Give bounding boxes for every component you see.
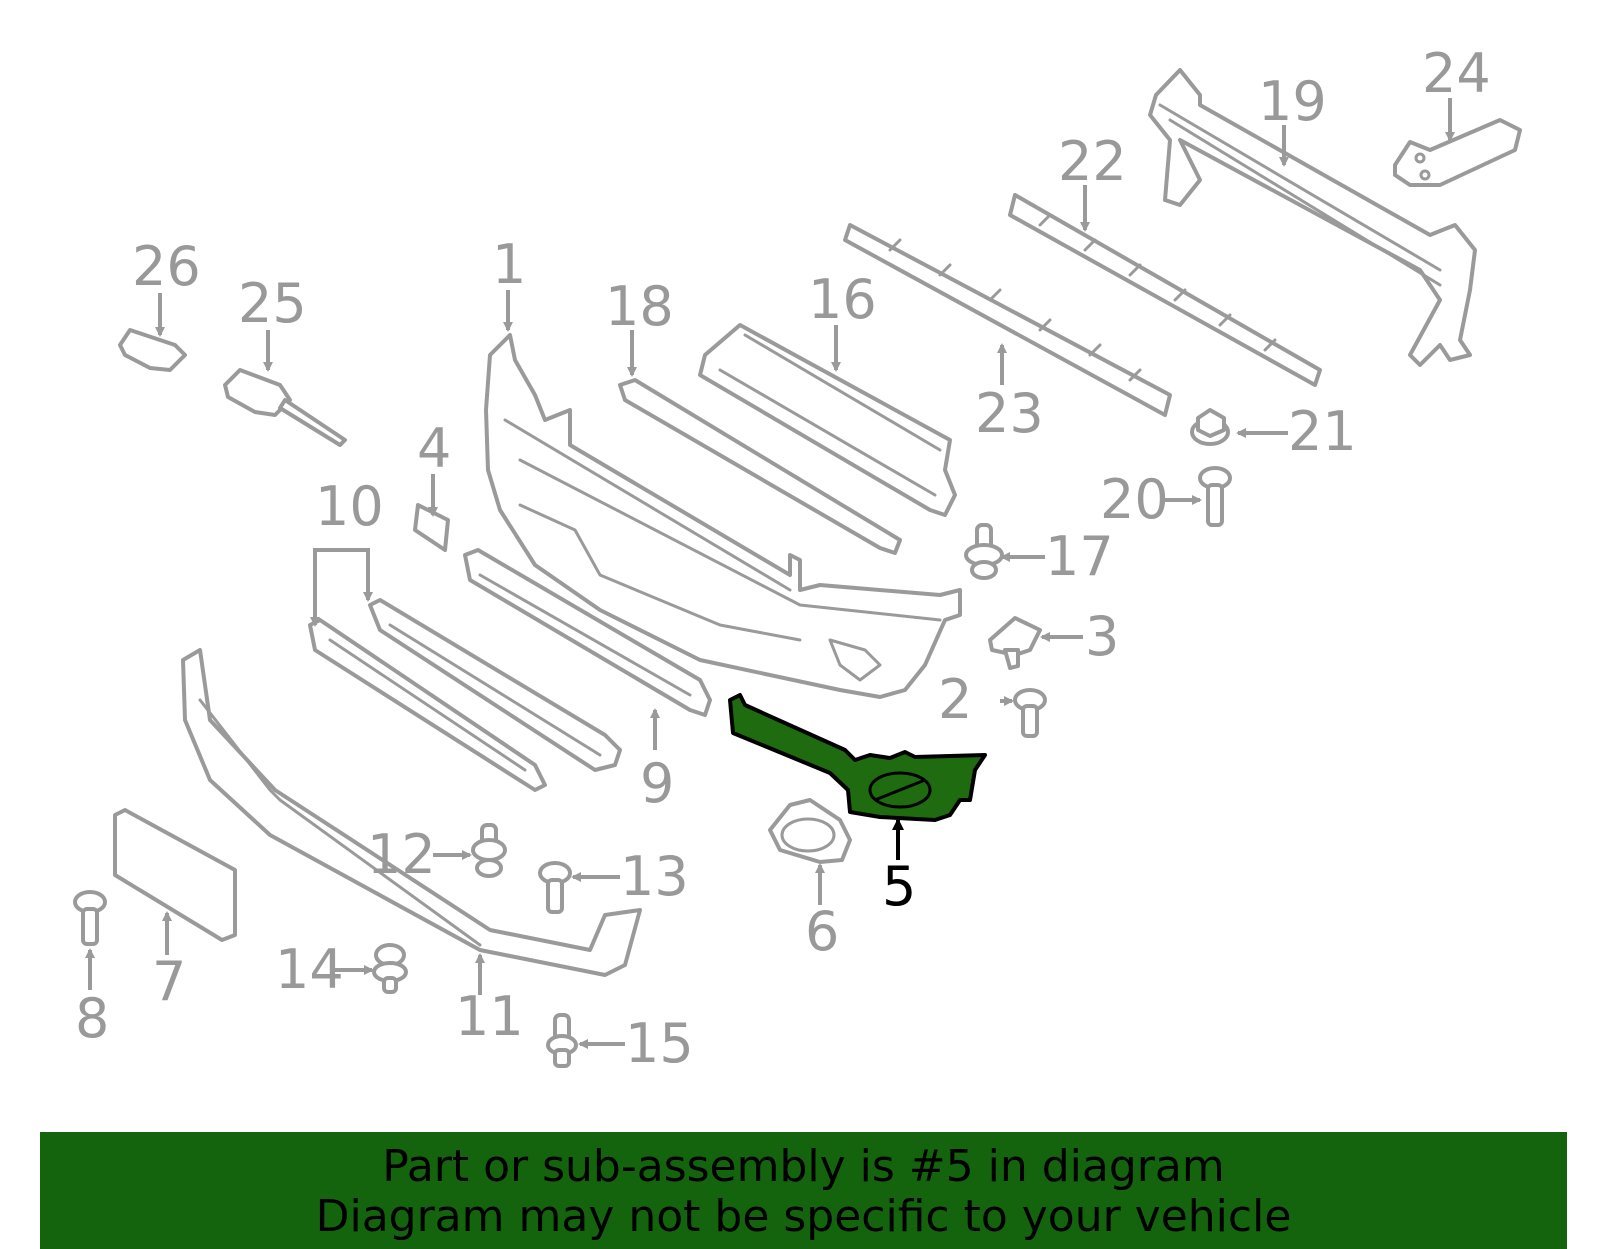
- part-1-bumper-cover: [484, 333, 962, 699]
- callout-18: 18: [605, 275, 674, 338]
- callout-19: 19: [1258, 70, 1327, 133]
- part-9-molding: [463, 548, 712, 717]
- part-13-bolt: [538, 861, 572, 914]
- part-19-reinforcement-bar: [1148, 68, 1477, 367]
- callout-20: 20: [1100, 468, 1169, 531]
- info-banner: Part or sub-assembly is #5 in diagram Di…: [40, 1132, 1567, 1249]
- part-11-deflector: [181, 648, 642, 977]
- callout-8: 8: [75, 987, 109, 1050]
- callout-1: 1: [492, 233, 526, 296]
- part-24-bracket: [1393, 118, 1522, 187]
- callout-labels: 1 2 3 4 5 6 7 8 9 10 11 12 13 14 15 16 1…: [75, 42, 1491, 1075]
- part-10-trim-strips: [308, 598, 622, 792]
- callout-21: 21: [1288, 400, 1357, 463]
- part-6-bezel: [768, 798, 852, 864]
- part-14-push-pin: [372, 943, 408, 994]
- part-5-highlighted-bracket: [728, 693, 987, 822]
- callout-17: 17: [1045, 525, 1114, 588]
- callout-13: 13: [620, 845, 689, 908]
- part-12-push-pin: [471, 823, 507, 878]
- callout-15: 15: [625, 1012, 694, 1075]
- part-23-absorber: [843, 223, 1172, 417]
- callout-16: 16: [808, 268, 877, 331]
- part-8-bolt: [73, 890, 107, 946]
- callout-22: 22: [1058, 130, 1127, 193]
- part-25-sensor: [223, 368, 347, 447]
- callout-3: 3: [1085, 605, 1119, 668]
- callout-4: 4: [417, 417, 451, 480]
- part-20-bolt: [1198, 466, 1232, 527]
- callout-9: 9: [640, 752, 674, 815]
- callout-25: 25: [238, 272, 307, 335]
- part-15-push-pin: [546, 1013, 578, 1068]
- part-22-absorber: [1008, 193, 1322, 387]
- callout-24: 24: [1422, 42, 1491, 105]
- part-3-clip: [988, 616, 1042, 670]
- callout-14: 14: [275, 938, 344, 1001]
- callout-2: 2: [938, 668, 972, 731]
- callout-5-highlighted: 5: [882, 855, 916, 918]
- callout-6: 6: [805, 900, 839, 963]
- leader-arrows: [85, 98, 1455, 1049]
- part-16-grille: [698, 323, 957, 517]
- part-17-push-pin: [964, 523, 1004, 580]
- banner-line-1: Part or sub-assembly is #5 in diagram: [382, 1141, 1225, 1192]
- callout-26: 26: [132, 235, 201, 298]
- callout-10: 10: [315, 475, 384, 538]
- part-7-plate-bracket: [113, 808, 237, 942]
- part-26-sensor: [118, 328, 187, 372]
- part-4-clip: [413, 503, 450, 552]
- part-2-bolt: [1013, 688, 1047, 738]
- callout-7: 7: [152, 950, 186, 1013]
- banner-line-2: Diagram may not be specific to your vehi…: [315, 1191, 1292, 1242]
- callout-23: 23: [975, 382, 1044, 445]
- part-18-molding: [618, 378, 902, 555]
- part-21-nut: [1190, 408, 1230, 446]
- callout-12: 12: [367, 823, 436, 886]
- callout-11: 11: [455, 985, 524, 1048]
